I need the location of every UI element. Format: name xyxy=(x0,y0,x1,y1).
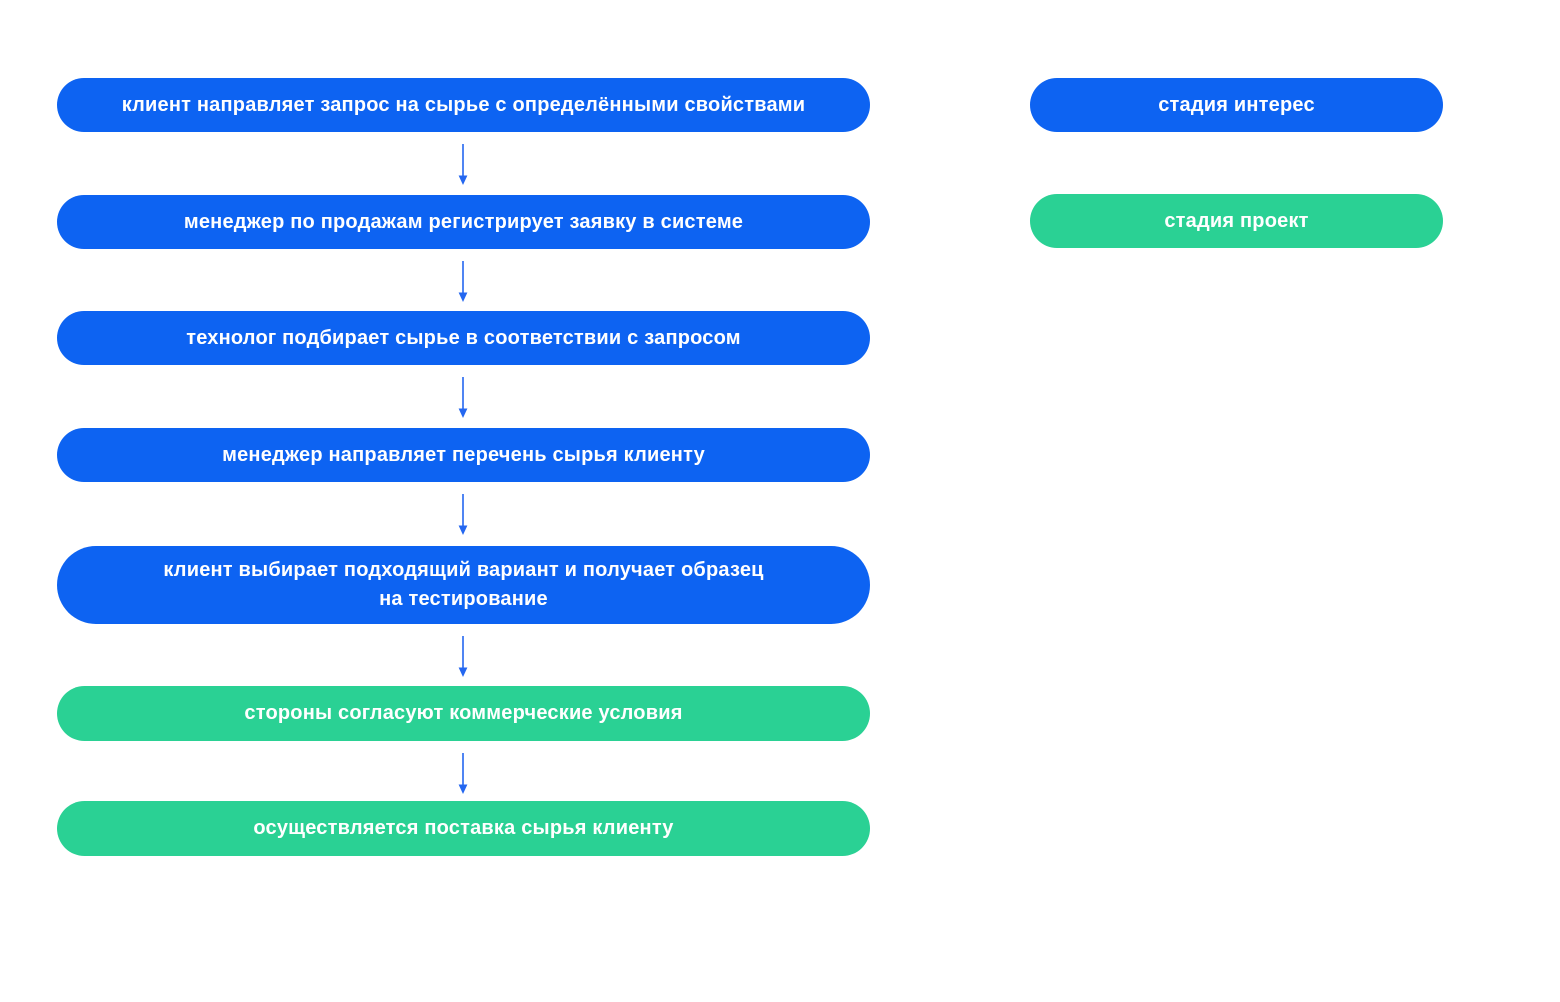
arrow-down-icon xyxy=(457,752,469,794)
legend-stage-interest: стадия интерес xyxy=(1030,78,1443,132)
flow-step-label: осуществляется поставка сырья клиенту xyxy=(253,817,674,839)
flow-step-label: клиент направляет запрос на сырье с опре… xyxy=(121,93,806,116)
arrow-down-icon xyxy=(457,376,469,418)
flow-step-client-request: клиент направляет запрос на сырье с опре… xyxy=(57,78,870,132)
arrow-down-icon xyxy=(457,493,469,535)
flow-step-technologist-selects: технолог подбирает сырье в соответствии … xyxy=(57,311,870,365)
flow-step-commercial-terms: стороны согласуют коммерческие условия xyxy=(57,686,870,741)
flow-step-label: клиент выбирает подходящий вариант и пол… xyxy=(163,559,764,610)
flow-step-label: менеджер направляет перечень сырья клиен… xyxy=(222,443,705,466)
flow-step-delivery: осуществляется поставка сырья клиенту xyxy=(57,801,870,856)
arrow-down-icon xyxy=(457,635,469,677)
legend-stage-project: стадия проект xyxy=(1030,194,1443,248)
flow-step-manager-registers: менеджер по продажам регистрирует заявку… xyxy=(57,195,870,249)
legend-label: стадия проект xyxy=(1164,209,1309,232)
legend-label: стадия интерес xyxy=(1158,93,1315,116)
flow-step-label: технолог подбирает сырье в соответствии … xyxy=(186,326,741,349)
flow-step-label: менеджер по продажам регистрирует заявку… xyxy=(183,210,744,233)
arrow-down-icon xyxy=(457,143,469,185)
flow-step-client-chooses-sample: клиент выбирает подходящий вариант и пол… xyxy=(57,546,870,624)
arrow-down-icon xyxy=(457,260,469,302)
flow-step-manager-sends-list: менеджер направляет перечень сырья клиен… xyxy=(57,428,870,482)
flow-step-label: стороны согласуют коммерческие условия xyxy=(244,702,683,724)
